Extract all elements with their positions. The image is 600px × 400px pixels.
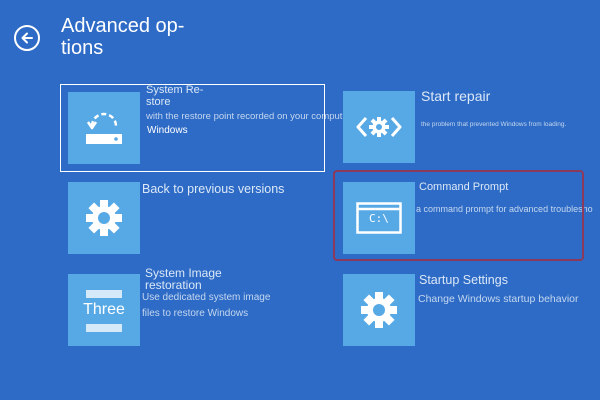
page-title: Advanced op- tions [61,15,185,59]
console-prompt-text: C:\ [369,212,389,225]
tile-system-restore-title: System Re- store [146,84,204,108]
gear-icon [86,200,122,236]
tile-previous-versions-icon-box [68,182,140,254]
tile-system-restore-desc-2: Windows [147,125,188,136]
tile-image-restoration-desc-2: files to restore Windows [142,308,249,319]
tile-startup-settings-icon-box [343,274,415,346]
tile-start-repair-desc: the problem that prevented Windows from … [421,121,567,128]
tile-start-repair-icon-box [343,91,415,163]
tile-image-restoration-title: System Image restoration [145,266,222,292]
highlight-frame [333,170,584,261]
tile-startup-settings-title: Startup Settings [419,273,508,287]
tile-system-restore-desc: with the restore point recorded on your … [146,111,351,122]
tile-command-prompt-icon-box: C:\ [343,182,415,254]
gear-icon [361,292,397,328]
restore-drive-icon [86,112,122,144]
system-image-icon-label: Three [83,301,125,318]
tile-image-restoration-icon-box: Three [68,274,140,346]
tile-command-prompt-title: Command Prompt [419,181,509,193]
tile-start-repair-title: Start repair [421,88,491,104]
back-button[interactable] [14,25,40,51]
tile-previous-versions-title: Back to previous versions [142,182,285,196]
console-window-icon [356,202,402,234]
arrow-left-icon [21,32,33,44]
system-image-icon [86,290,122,332]
tile-system-restore-icon-box [68,92,140,164]
tile-image-restoration-desc: Use dedicated system image [142,292,271,303]
tile-command-prompt-desc: a command prompt for advanced troublesho [416,204,593,214]
selection-frame [60,84,325,172]
tile-startup-settings-desc: Change Windows startup behavior [418,293,579,305]
code-brackets-gear-icon [356,117,402,137]
